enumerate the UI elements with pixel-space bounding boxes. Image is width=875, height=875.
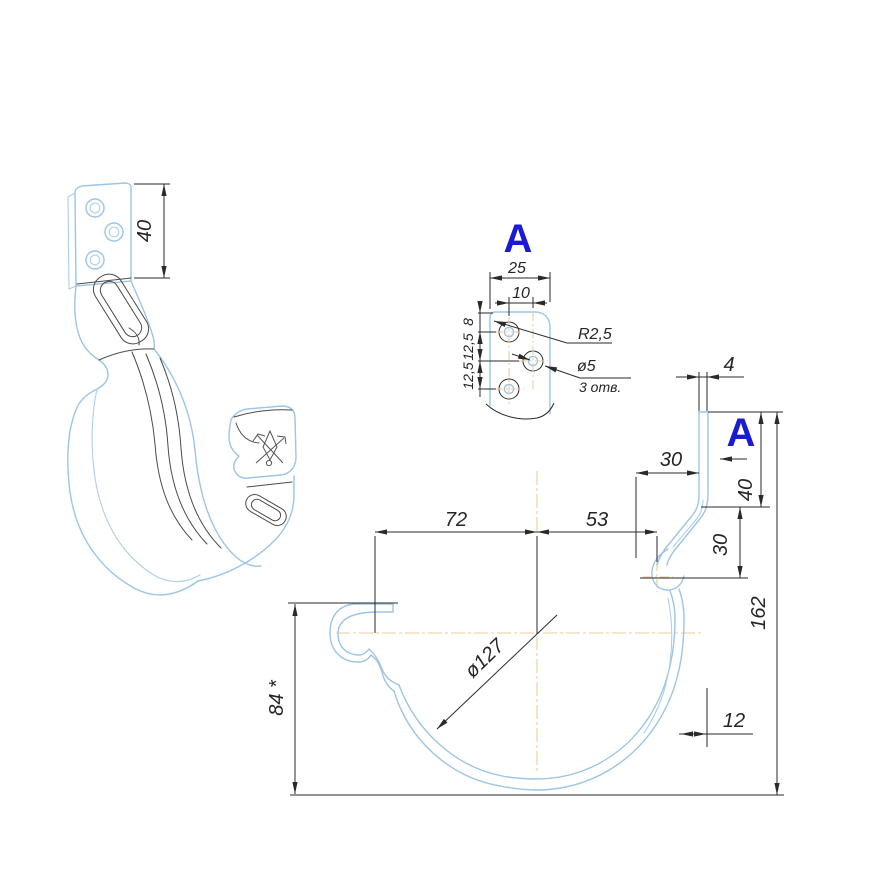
iso-hole-1-inner <box>89 202 101 214</box>
detail-dim-25: 25 <box>489 260 551 309</box>
iso-hole-1 <box>85 198 105 218</box>
iso-band-outer-edge <box>67 285 295 596</box>
detail-dia5-label: ø5 <box>577 358 596 375</box>
side-dim-72-53: 72 53 <box>374 509 658 634</box>
bowl-mid-line <box>643 597 673 734</box>
detail-dim-125b-label: 12,5 <box>460 362 476 389</box>
side-dim-4: 4 <box>676 354 744 411</box>
side-dim-30h-label: 30 <box>660 449 682 471</box>
iso-neck-slot-inner <box>99 280 143 338</box>
side-dim-40-label: 40 <box>735 479 757 501</box>
side-dim-12-label: 12 <box>723 710 745 732</box>
iso-band-inner-edge <box>130 280 262 567</box>
iso-hole-2-inner <box>108 226 120 238</box>
iso-end-slot-outer <box>245 494 287 526</box>
iso-band-fold-edge <box>91 388 201 583</box>
side-dim-dia127-label: ø127 <box>461 634 510 682</box>
side-dim-30v: 30 <box>640 507 748 579</box>
side-view-label: A <box>727 411 756 455</box>
side-centerlines <box>336 471 704 772</box>
detail-plate-outline <box>489 311 551 415</box>
detail-view-a: A 25 <box>460 217 631 420</box>
detail-dim-8-label: 8 <box>460 318 476 326</box>
detail-count-label: 3 отв. <box>579 379 621 395</box>
bowl-inner <box>398 590 676 780</box>
iso-tab-curl-line <box>235 422 260 444</box>
side-dim-dia127: ø127 <box>436 614 558 730</box>
side-dim-12: 12 <box>679 688 753 747</box>
side-dim-84-label: 84 * <box>266 679 288 716</box>
side-dim-4-label: 4 <box>723 354 734 376</box>
iso-dim-40: 40 <box>134 183 170 279</box>
iso-plate-side-face <box>67 192 77 290</box>
side-dim-162: 162 <box>748 412 780 795</box>
strip-right-line <box>666 411 709 566</box>
iso-neck-slot-outer <box>92 273 150 345</box>
side-view: A 4 40 30 30 <box>266 354 784 796</box>
bracket-profile <box>329 411 709 791</box>
side-dim-30h: 30 <box>635 449 699 558</box>
iso-hole-2 <box>104 222 124 242</box>
detail-r25-label: R2,5 <box>578 326 612 343</box>
detail-break-line <box>485 402 555 420</box>
iso-rib-3 <box>131 351 193 541</box>
side-dim-53-label: 53 <box>586 509 608 531</box>
iso-crease-line <box>76 277 132 285</box>
iso-view: 40 <box>67 182 297 596</box>
side-dim-162-label: 162 <box>748 596 770 629</box>
side-dim-30v-label: 30 <box>710 534 732 556</box>
strip-left-line <box>656 411 700 566</box>
side-view-direction: A <box>720 411 756 462</box>
iso-dim-40-label: 40 <box>134 220 156 242</box>
iso-rib-1 <box>159 357 222 549</box>
lip-inner <box>337 603 400 686</box>
detail-centerlines <box>494 312 548 404</box>
detail-dim-10: 10 <box>495 285 547 316</box>
iso-tab-bottom-crease <box>246 481 293 488</box>
brand-emblem-icon <box>252 429 287 467</box>
detail-leader-dia5: ø5 3 отв. <box>511 353 631 395</box>
detail-view-label: A <box>504 217 533 261</box>
detail-dim-25-label: 25 <box>507 260 526 277</box>
iso-slot-end <box>128 327 140 346</box>
iso-hole-3 <box>85 250 105 270</box>
side-dim-84: 84 * <box>266 602 784 796</box>
lip-outer <box>329 603 395 692</box>
detail-leader-r25: R2,5 <box>493 320 612 344</box>
iso-neck-band-crease <box>98 348 155 361</box>
detail-dim-10-label: 10 <box>512 285 530 302</box>
side-dim-72-label: 72 <box>445 509 467 531</box>
iso-hole-3-inner <box>89 254 101 266</box>
side-dim-40: 40 <box>701 411 783 508</box>
iso-rib-2 <box>145 353 208 545</box>
bowl-outer <box>393 588 685 791</box>
detail-dim-125a-label: 12,5 <box>460 333 476 360</box>
iso-plate-outline <box>74 182 132 287</box>
iso-end-slot-inner <box>250 498 282 522</box>
detail-dim-stack: 8 12,5 12,5 <box>460 301 519 397</box>
strip-mid-line <box>672 499 704 548</box>
iso-tab-outline <box>228 405 297 479</box>
iso-tab-top-line <box>233 409 293 418</box>
